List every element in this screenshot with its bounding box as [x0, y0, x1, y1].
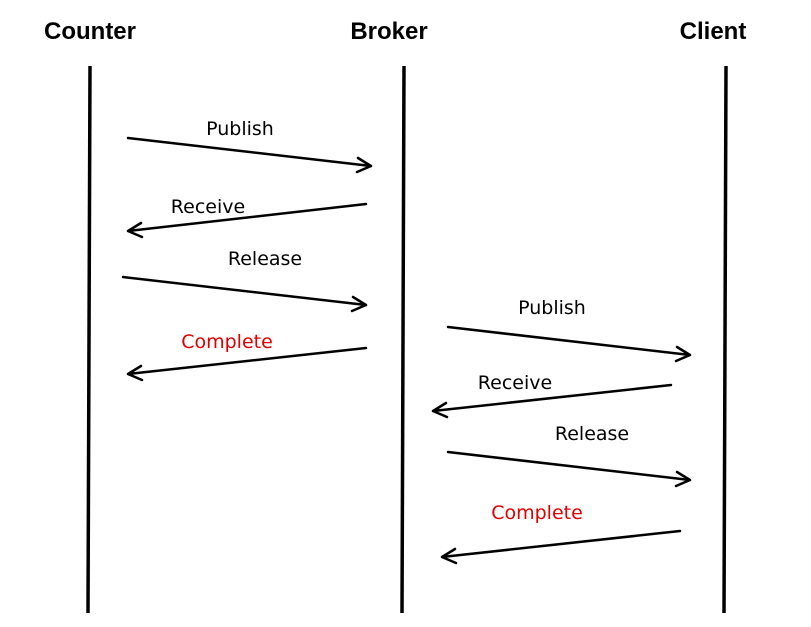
message-label: Receive	[171, 196, 245, 218]
lifeline-broker	[400, 65, 406, 614]
arrow-right-icon	[121, 275, 368, 313]
message-receive-broker-counter: Receive	[126, 196, 368, 239]
message-publish-counter-broker: Publish	[126, 118, 373, 174]
message-label: Publish	[206, 118, 274, 140]
arrow-left-icon	[440, 529, 682, 565]
arrow-right-icon	[446, 450, 692, 488]
message-complete-broker-counter: Complete	[126, 331, 368, 382]
message-label: Release	[228, 248, 302, 270]
message-label: Publish	[518, 297, 586, 319]
actor-client: Client	[680, 18, 747, 45]
actor-broker: Broker	[350, 18, 427, 45]
message-label: Release	[555, 423, 629, 445]
message-publish-broker-client: Publish	[446, 297, 692, 363]
arrow-left-icon	[126, 346, 368, 382]
lifeline-counter	[86, 65, 92, 614]
arrow-left-icon	[431, 383, 673, 419]
message-release-broker-client: Release	[446, 423, 692, 488]
message-release-counter-broker: Release	[121, 248, 368, 313]
message-label: Complete	[181, 331, 273, 353]
actor-counter: Counter	[44, 18, 136, 45]
arrow-right-icon	[126, 136, 373, 174]
message-receive-client-broker: Receive	[431, 372, 673, 419]
arrow-left-icon	[126, 202, 368, 239]
message-complete-client-broker: Complete	[440, 502, 682, 565]
lifeline-client	[722, 65, 728, 614]
message-label: Complete	[491, 502, 583, 524]
message-label: Receive	[478, 372, 552, 394]
arrow-right-icon	[446, 325, 692, 363]
